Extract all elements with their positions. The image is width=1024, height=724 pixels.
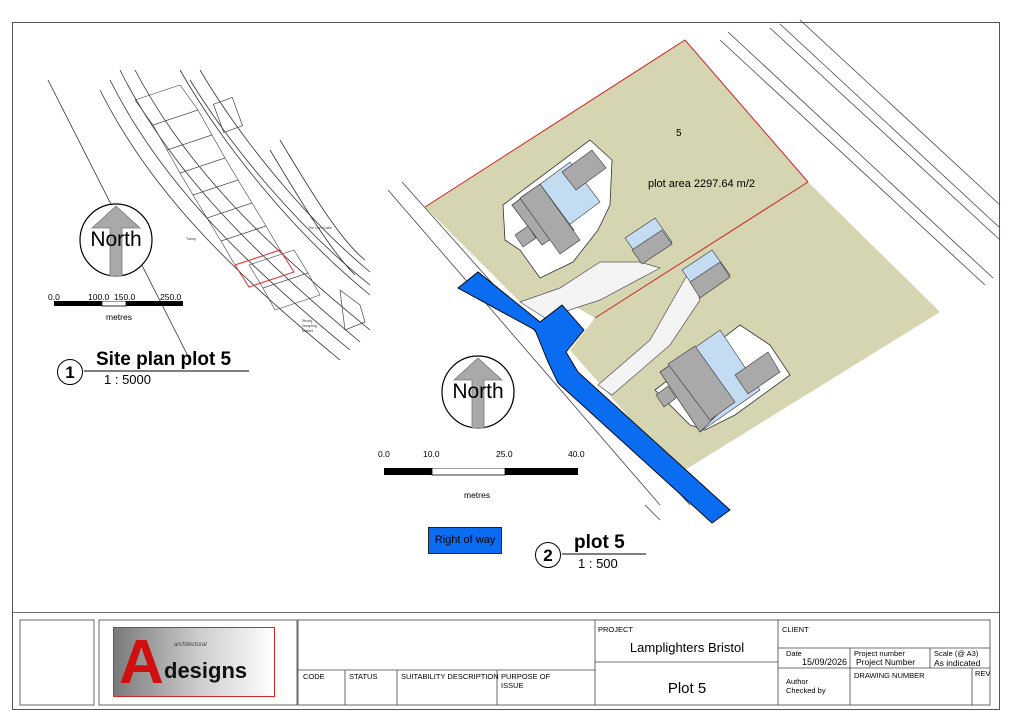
date-value: 15/09/2026 <box>802 657 848 667</box>
right-of-way-area <box>457 271 731 524</box>
author-label: Author <box>786 677 809 686</box>
scale-bar-plot-plan <box>384 468 578 476</box>
scale-bar-site-plan <box>54 301 183 307</box>
code-label: CODE <box>303 672 325 681</box>
project-label: PROJECT <box>598 625 634 634</box>
view-number-2: 2 <box>535 542 561 568</box>
house-plot-5-lower <box>654 249 791 433</box>
plot-plan-drawing <box>387 19 1001 524</box>
scale-value: As indicated <box>934 658 981 668</box>
company-logo: A architectural designs <box>113 627 275 697</box>
scale-tick-plot-3: 40.0 <box>568 449 585 459</box>
scale-tick-site-1: 100.0 <box>88 292 110 302</box>
client-label: CLIENT <box>782 625 809 634</box>
north-label-site-plan: North <box>90 228 142 251</box>
scale-tick-plot-0: 0.0 <box>378 449 390 459</box>
drawing-title: Plot 5 <box>667 680 707 697</box>
logo-letter: A <box>119 628 164 697</box>
status-label: STATUS <box>349 672 378 681</box>
svg-text:Strong: Strong <box>302 319 312 323</box>
view-title-plot-plan: plot 5 <box>574 532 625 553</box>
scale-unit-site: metres <box>106 312 132 322</box>
north-arrow-site-plan <box>79 203 153 277</box>
view-title-site-plan: Site plan plot 5 <box>96 349 232 370</box>
checked-label: Checked by <box>786 686 826 695</box>
scale-tick-plot-1: 10.0 <box>423 449 440 459</box>
purpose-label: PURPOSE OF ISSUE <box>501 672 551 690</box>
project-number-label: Project number <box>854 649 905 658</box>
scale-tick-site-0: 0.0 <box>48 292 60 302</box>
suitability-label: SUITABILITY DESCRIPTION <box>401 672 499 681</box>
legend-right-of-way: Right of way <box>428 527 502 554</box>
svg-text:Market: Market <box>302 329 313 333</box>
view-number-1: 1 <box>57 359 83 385</box>
project-number-value: Project Number <box>856 657 916 667</box>
scale-unit-plot: metres <box>464 490 490 500</box>
scale-label: Scale (@ A3) <box>934 649 979 658</box>
plot-area-label: plot area 2297.64 m/2 <box>648 178 756 190</box>
north-label-plot-plan: North <box>452 380 504 403</box>
drawing-sheet-border <box>12 22 1000 710</box>
site-plan-drawing: The Corn Cake Tramp Strong Dumpling Mark… <box>47 69 371 360</box>
view-scale-plot-plan: 1 : 500 <box>578 556 618 571</box>
svg-text:The Corn Cake: The Corn Cake <box>308 226 332 230</box>
house-plot-5-upper <box>502 139 673 279</box>
logo-word: designs <box>164 658 248 683</box>
rev-label: REV <box>975 669 991 678</box>
logo-script: architectural <box>174 642 207 648</box>
view-scale-site-plan: 1 : 5000 <box>104 372 151 387</box>
north-arrow-plot-plan <box>441 355 515 429</box>
svg-text:Dumpling: Dumpling <box>302 324 317 328</box>
svg-text:Tramp: Tramp <box>186 237 196 241</box>
project-name: Lamplighters Bristol <box>629 640 745 655</box>
scale-tick-plot-2: 25.0 <box>496 449 513 459</box>
plot-number-label: 5 <box>676 128 682 139</box>
drawing-number-label: DRAWING NUMBER <box>854 671 925 680</box>
title-block-frame <box>12 612 1000 706</box>
scale-tick-site-3: 250.0 <box>160 292 182 302</box>
view-title-underline-2 <box>562 553 646 555</box>
view-title-underline-1 <box>84 370 249 372</box>
date-label: Date <box>786 649 802 658</box>
scale-tick-site-2: 150.0 <box>114 292 136 302</box>
